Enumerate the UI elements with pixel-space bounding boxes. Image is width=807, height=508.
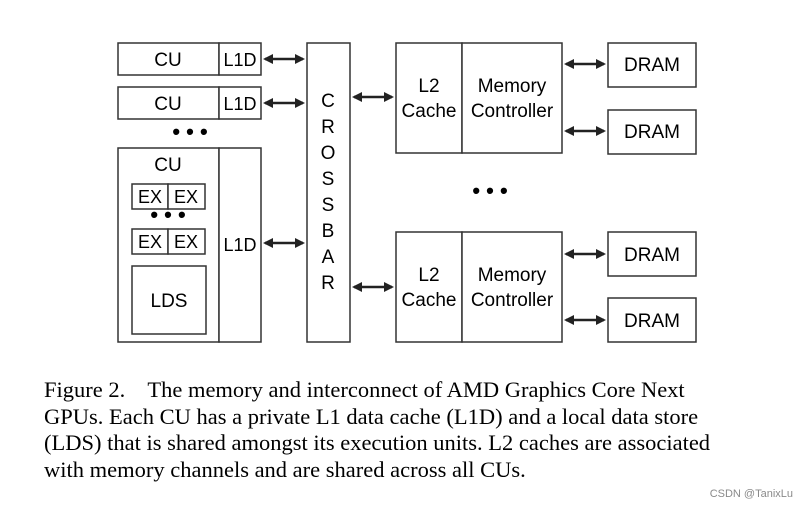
l2-cache-box-2 <box>395 231 463 343</box>
dram-label-3: DRAM <box>624 245 680 266</box>
cu-label-1: CU <box>154 50 181 71</box>
l1d-box-1 <box>218 42 262 76</box>
cu-label-2: CU <box>154 94 181 115</box>
crossbar-letter-3: O <box>321 143 336 164</box>
cu-unit-1: CU L1D <box>117 42 262 76</box>
dram-box-2 <box>607 109 697 155</box>
ex-label-3: EX <box>138 232 162 252</box>
memory-channel-1: L2 Cache Memory Controller <box>395 42 563 154</box>
crossbar: C R O S S B A R <box>306 42 351 343</box>
crossbar-letter-7: A <box>322 247 335 268</box>
ex-box-1 <box>131 183 169 210</box>
dram-box-4 <box>607 297 697 343</box>
ex-label-4: EX <box>174 232 198 252</box>
ex-label-1: EX <box>138 187 162 207</box>
memory-controller-box-2 <box>461 231 563 343</box>
l1d-label-1: L1D <box>223 50 256 70</box>
l1d-label-2: L1D <box>223 94 256 114</box>
l2-label-2a: L2 <box>418 265 439 286</box>
dram-label-2: DRAM <box>624 122 680 143</box>
cu-unit-expanded: CU EX EX • • • EX EX LDS L1D <box>117 147 262 343</box>
l2-label-1b: Cache <box>402 101 457 122</box>
caption-line-4: with memory channels and are shared acro… <box>44 456 526 482</box>
cu-ellipsis: • • • <box>172 119 207 144</box>
crossbar-letter-6: B <box>322 221 335 242</box>
figure-caption: Figure 2. The memory and interconnect of… <box>44 377 774 483</box>
crossbar-letter-4: S <box>322 169 335 190</box>
ex-box-4 <box>167 228 206 255</box>
memory-controller-box-1 <box>461 42 563 154</box>
dram-box-1 <box>607 42 697 88</box>
dram-label-1: DRAM <box>624 55 680 76</box>
caption-line-2: GPUs. Each CU has a private L1 data cach… <box>44 403 699 429</box>
cu-unit-2: CU L1D <box>117 86 262 120</box>
ex-label-2: EX <box>174 187 198 207</box>
mc-label-2a: Memory <box>478 265 547 286</box>
crossbar-box <box>306 42 351 343</box>
l1d-label-expanded: L1D <box>223 235 256 255</box>
crossbar-letter-5: S <box>322 195 335 216</box>
mc-label-1b: Controller <box>471 101 554 122</box>
l2-label-2b: Cache <box>402 290 457 311</box>
ex-ellipsis: • • • <box>150 202 185 227</box>
cu-box-2 <box>117 86 220 120</box>
crossbar-letter-1: C <box>321 91 335 112</box>
cu-box-1 <box>117 42 220 76</box>
ex-box-2 <box>167 183 206 210</box>
l2-cache-box-1 <box>395 42 463 154</box>
watermark: CSDN @TanixLu <box>709 488 793 500</box>
dram-label-4: DRAM <box>624 311 680 332</box>
lds-label: LDS <box>151 291 188 312</box>
lds-box <box>131 265 207 335</box>
gcn-memory-diagram: CU L1D CU L1D • • • CU EX EX • • • EX EX… <box>117 42 697 343</box>
l1d-box-expanded <box>218 147 262 343</box>
l1d-box-2 <box>218 86 262 120</box>
caption-line-3: (LDS) that is shared amongst its executi… <box>44 430 711 455</box>
cu-label-expanded: CU <box>154 155 181 176</box>
mc-label-1a: Memory <box>478 76 547 97</box>
memory-channel-ellipsis: • • • <box>472 178 507 203</box>
crossbar-letter-2: R <box>321 117 335 138</box>
mc-label-2b: Controller <box>471 290 554 311</box>
memory-channel-2: L2 Cache Memory Controller <box>395 231 563 343</box>
caption-line-1: Figure 2. The memory and interconnect of… <box>44 377 685 402</box>
l2-label-1a: L2 <box>418 76 439 97</box>
dram-box-3 <box>607 231 697 277</box>
crossbar-letter-8: R <box>321 273 335 294</box>
